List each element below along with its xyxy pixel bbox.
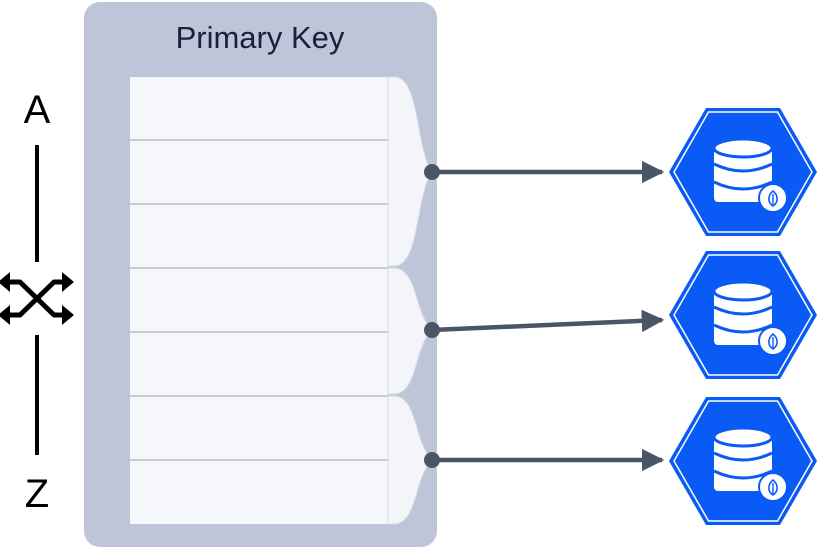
database-node-icon <box>669 108 817 236</box>
panel-title: Primary Key <box>176 20 345 55</box>
routing-arrows <box>424 160 665 472</box>
key-range-axis: A Z <box>0 88 74 516</box>
shuffle-icon <box>0 272 74 325</box>
cylinder-icon <box>712 426 774 491</box>
cylinder-icon <box>712 280 774 345</box>
key-rows <box>130 77 388 524</box>
cockroach-badge-icon <box>758 183 788 213</box>
cockroach-badge-icon <box>758 326 788 356</box>
arrow-to-node-2 <box>431 309 665 333</box>
cockroach-badge-icon <box>758 472 788 502</box>
database-node-icon <box>669 397 817 525</box>
database-nodes <box>669 108 817 525</box>
cylinder-icon <box>712 137 774 202</box>
primary-key-panel: Primary Key <box>84 2 437 547</box>
key-table <box>130 77 388 524</box>
axis-end-label: Z <box>25 472 49 516</box>
axis-start-label: A <box>24 88 51 132</box>
database-node-icon <box>669 251 817 379</box>
